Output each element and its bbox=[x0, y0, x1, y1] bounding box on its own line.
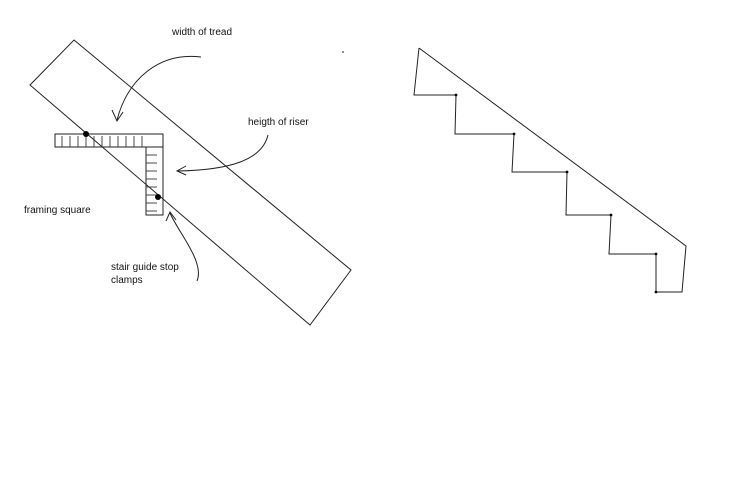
height-of-riser-arrow bbox=[175, 134, 269, 176]
width-of-tread-label: width of tread bbox=[172, 27, 233, 38]
framing-square-riser-leg bbox=[145, 146, 164, 216]
framing-square-tread-ticks bbox=[61, 136, 143, 147]
stair-stringer-outline bbox=[413, 47, 687, 293]
riser-clamp-dot bbox=[155, 194, 161, 200]
stray-mark bbox=[342, 51, 344, 53]
stair-guide-arrow bbox=[165, 211, 199, 282]
framing-square-riser-ticks bbox=[146, 154, 157, 212]
stair-guide-label-line1: stair guide stop bbox=[111, 262, 179, 273]
tread-clamp-dot bbox=[83, 131, 89, 137]
stringer-board bbox=[29, 39, 352, 326]
stringer-corner-marks bbox=[454, 93, 658, 294]
width-of-tread-arrow bbox=[111, 55, 202, 123]
framing-square-tread-leg bbox=[54, 133, 164, 148]
height-of-riser-label: heigth of riser bbox=[248, 117, 309, 128]
stair-guide-label-line2: clamps bbox=[111, 275, 143, 286]
framing-square-label: framing square bbox=[24, 205, 91, 216]
